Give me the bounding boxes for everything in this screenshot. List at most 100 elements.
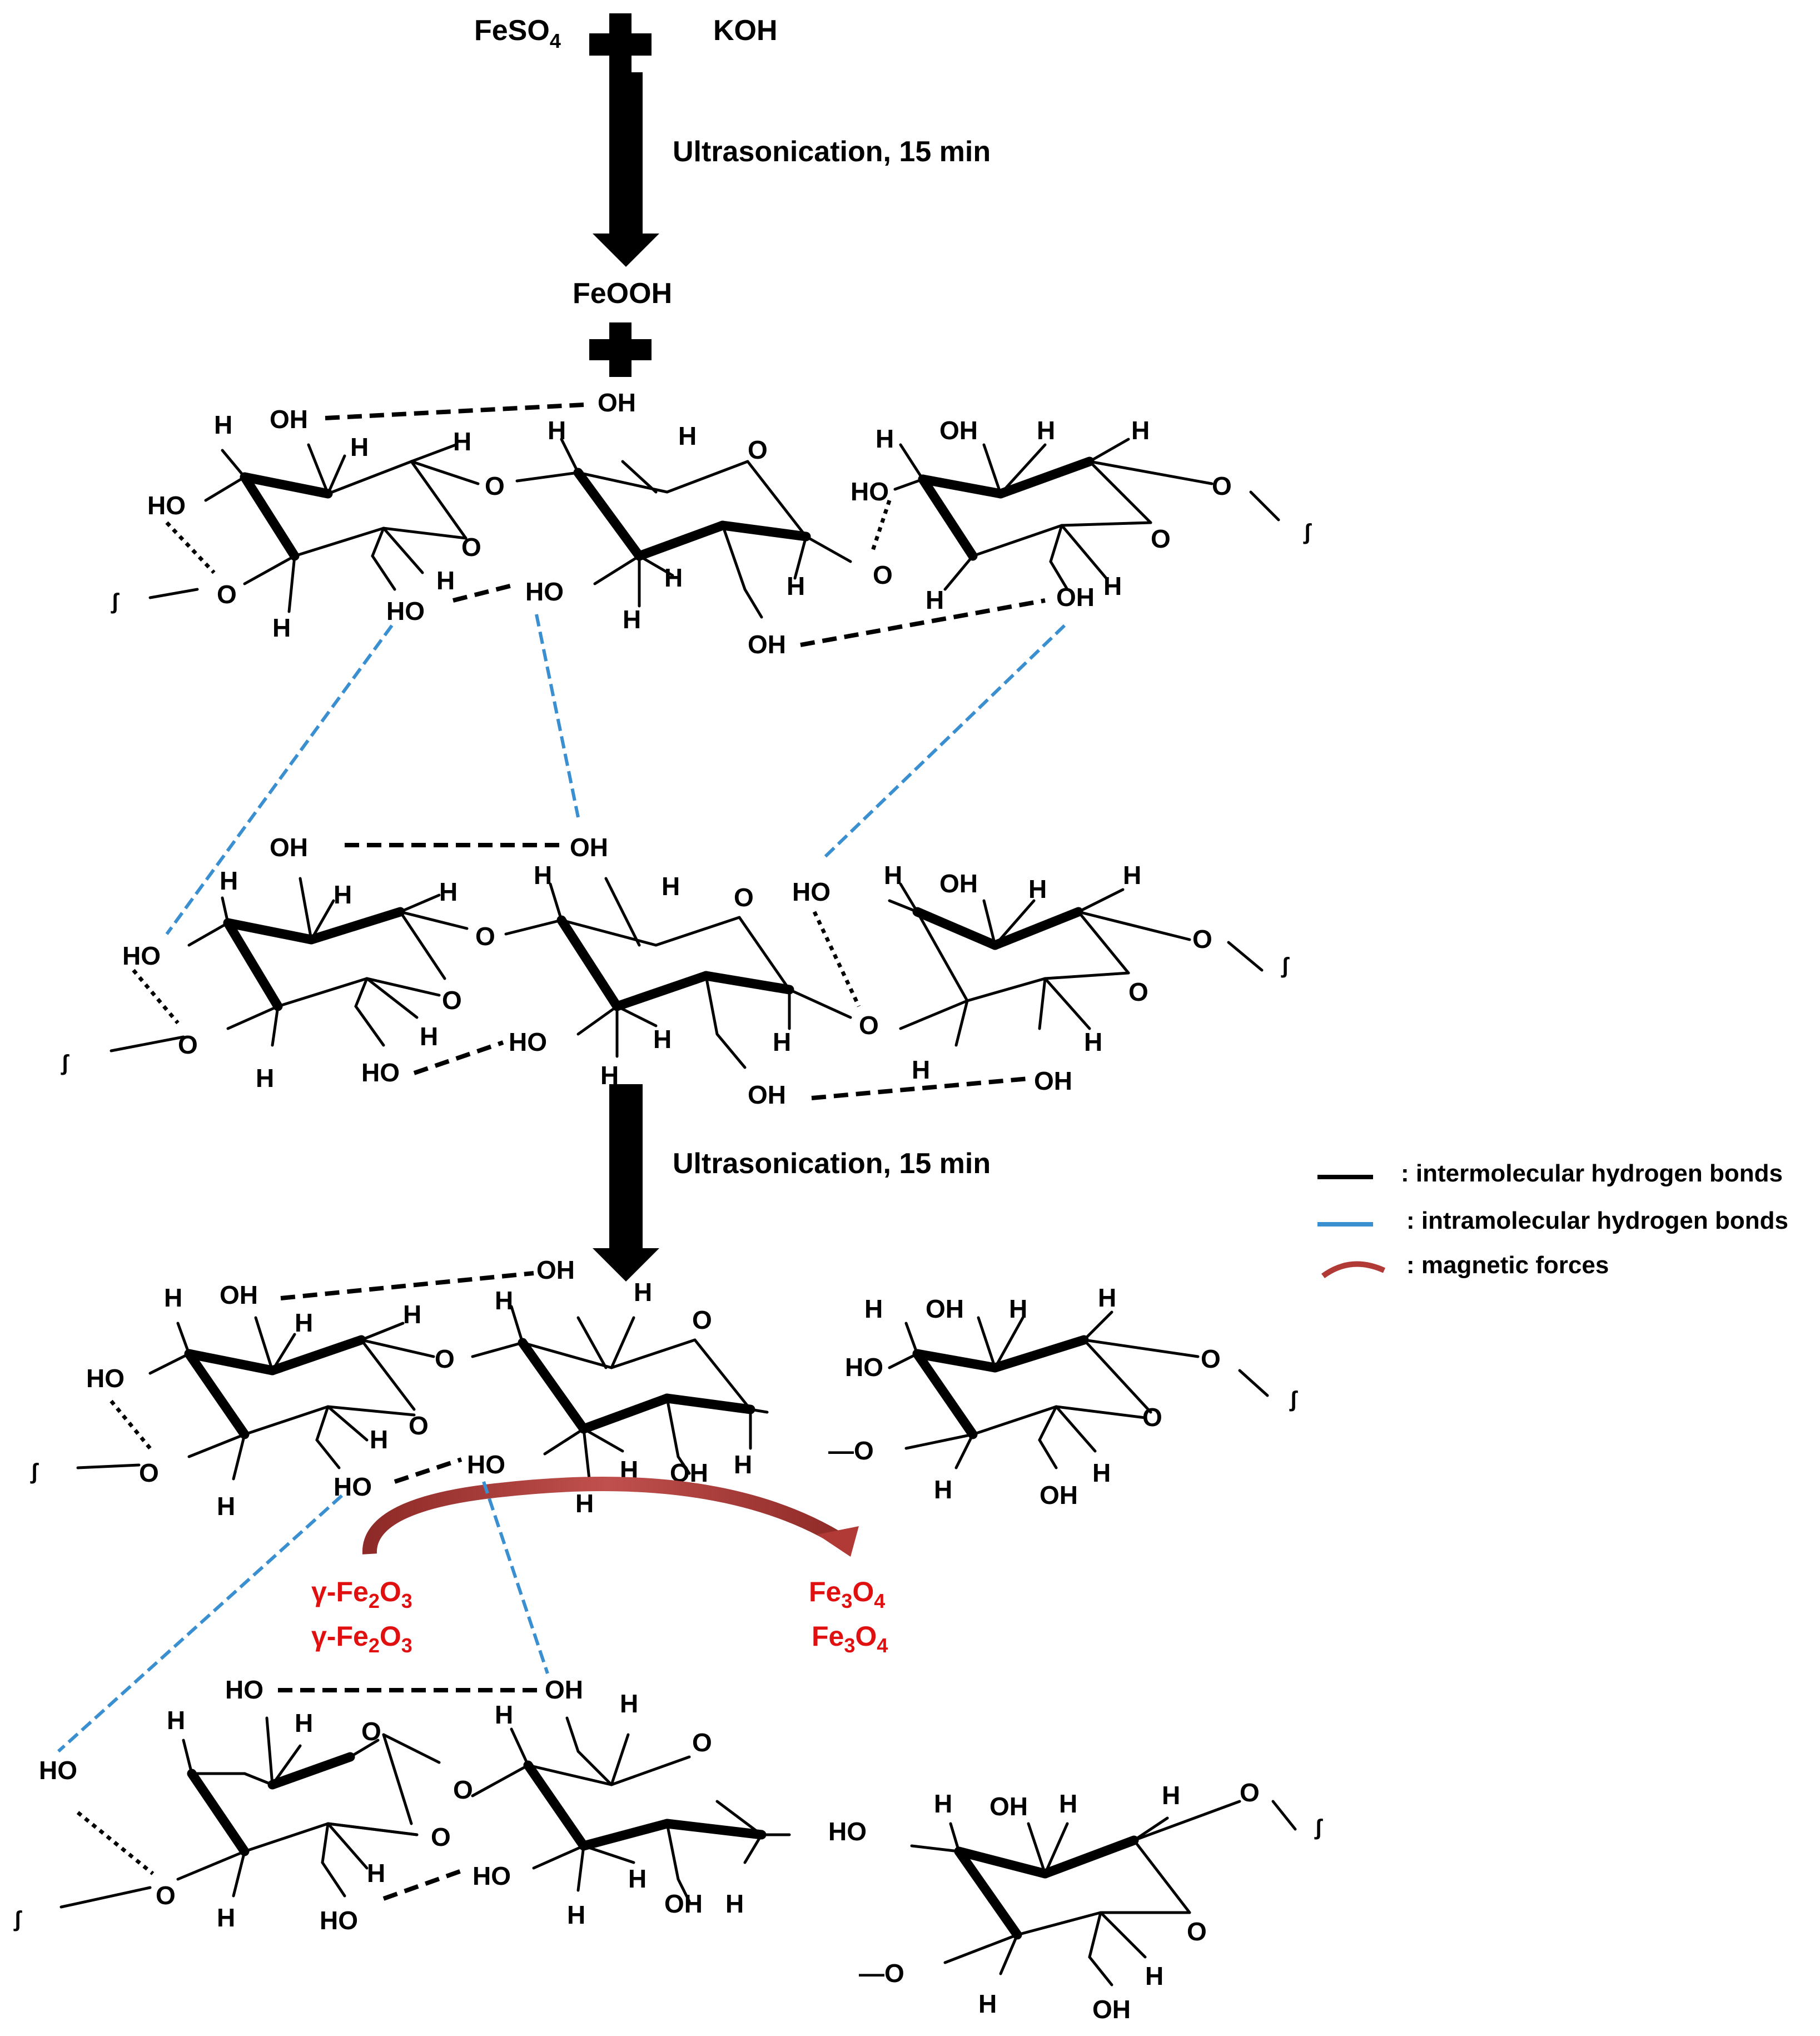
svg-text:OH: OH <box>598 388 636 417</box>
svg-text:HO: HO <box>845 1353 883 1382</box>
svg-text:O: O <box>1192 925 1212 954</box>
svg-text:ʃ: ʃ <box>1289 1387 1298 1412</box>
svg-text:HO: HO <box>828 1817 867 1846</box>
svg-text:ʃ: ʃ <box>1303 520 1312 544</box>
svg-text:H: H <box>926 585 944 614</box>
svg-text:ʃ: ʃ <box>13 1907 22 1931</box>
svg-text:HO: HO <box>225 1675 263 1704</box>
svg-text:OH: OH <box>570 833 608 862</box>
legend: : intermolecular hydrogen bonds : intram… <box>1317 1160 1788 1279</box>
svg-text:O: O <box>409 1411 429 1440</box>
svg-text:H: H <box>350 433 369 461</box>
intermolecular-bond <box>811 1076 1029 1100</box>
intermolecular-bond <box>800 598 1046 647</box>
svg-text:H: H <box>214 410 232 439</box>
svg-text:—O: —O <box>828 1436 874 1465</box>
svg-text:HO: HO <box>851 477 889 506</box>
legend-magnetic-label: : magnetic forces <box>1406 1252 1609 1279</box>
svg-text:H: H <box>734 1450 752 1479</box>
cellulose-strand-3 <box>76 1305 1269 1481</box>
cellulose-strand-2 <box>110 877 1264 1069</box>
feso4-label: FeSO4 <box>474 14 561 52</box>
legend-intra-label: : intramolecular hydrogen bonds <box>1406 1207 1788 1234</box>
svg-text:OH: OH <box>220 1280 258 1309</box>
svg-text:H: H <box>575 1489 594 1518</box>
svg-text:HO: HO <box>792 877 831 906</box>
svg-text:H: H <box>934 1475 952 1504</box>
svg-text:ʃ: ʃ <box>30 1459 39 1484</box>
svg-text:H: H <box>1059 1789 1077 1818</box>
svg-text:H: H <box>436 566 455 595</box>
svg-text:OH: OH <box>270 405 308 434</box>
svg-text:H: H <box>439 877 458 906</box>
svg-text:H: H <box>272 613 291 642</box>
svg-text:OH: OH <box>536 1255 575 1284</box>
svg-text:HO: HO <box>122 941 161 970</box>
svg-text:O: O <box>431 1823 451 1851</box>
svg-text:O: O <box>1142 1403 1162 1432</box>
svg-text:HO: HO <box>320 1906 358 1935</box>
svg-text:H: H <box>620 1689 638 1718</box>
svg-text:H: H <box>220 866 238 895</box>
intramolecular-bond <box>821 624 1066 861</box>
svg-text:HO: HO <box>473 1861 511 1890</box>
svg-text:OH: OH <box>270 833 308 862</box>
intermolecular-bond <box>394 1457 463 1484</box>
svg-text:ʃ: ʃ <box>1314 1815 1323 1840</box>
svg-text:H: H <box>403 1300 421 1329</box>
feooh-label: FeOOH <box>573 277 672 310</box>
intermolecular-bond <box>452 583 515 603</box>
step1-label: Ultrasonication, 15 min <box>673 136 991 168</box>
arrow-shaft-2 <box>609 1084 643 1248</box>
svg-text:H: H <box>217 1903 235 1932</box>
svg-text:H: H <box>787 572 805 600</box>
svg-text:H: H <box>623 605 641 634</box>
svg-text:H: H <box>334 880 352 909</box>
gamma-fe2o3-label: γ-Fe2O3 <box>311 1576 412 1612</box>
svg-text:O: O <box>859 1011 879 1040</box>
svg-text:O: O <box>361 1717 381 1746</box>
svg-text:H: H <box>876 424 894 453</box>
svg-text:O: O <box>435 1344 455 1373</box>
fe3o4-label: Fe3O4 <box>812 1621 888 1657</box>
strand-4-atoms: HO OH H H O HO O O H H HO O ʃ H H O HO H… <box>13 1675 1323 2024</box>
gamma-fe2o3-label: γ-Fe2O3 <box>311 1621 412 1657</box>
svg-text:HO: HO <box>86 1364 125 1393</box>
svg-text:H: H <box>864 1294 883 1323</box>
svg-text:H: H <box>495 1700 513 1729</box>
svg-text:H: H <box>370 1425 388 1454</box>
svg-text:OH: OH <box>939 869 978 898</box>
svg-text:H: H <box>1009 1294 1027 1323</box>
svg-text:H: H <box>628 1864 647 1893</box>
arrow-head-icon <box>817 1526 859 1557</box>
arrow-down-icon <box>593 234 659 267</box>
svg-text:H: H <box>1028 875 1047 903</box>
svg-text:O: O <box>692 1305 712 1334</box>
svg-text:H: H <box>678 421 697 450</box>
intermolecular-bond <box>413 1040 504 1075</box>
plus-icon <box>589 322 652 377</box>
svg-text:H: H <box>1162 1781 1180 1810</box>
svg-text:HO: HO <box>39 1756 77 1785</box>
intermolecular-bond <box>382 1869 463 1901</box>
svg-text:ʃ: ʃ <box>1281 954 1290 978</box>
svg-text:OH: OH <box>989 1792 1028 1821</box>
svg-text:O: O <box>1201 1344 1221 1373</box>
intramolecular-bond <box>165 624 394 935</box>
arrow-shaft-1 <box>609 72 643 234</box>
svg-text:O: O <box>156 1881 176 1910</box>
svg-text:O: O <box>461 533 481 562</box>
svg-text:H: H <box>664 563 683 592</box>
svg-text:HO: HO <box>147 491 186 520</box>
svg-text:HO: HO <box>509 1027 547 1056</box>
svg-text:OH: OH <box>1040 1481 1078 1509</box>
koh-label: KOH <box>713 14 778 47</box>
svg-text:H: H <box>495 1286 513 1315</box>
svg-text:O: O <box>217 580 237 609</box>
svg-text:H: H <box>1123 861 1141 890</box>
svg-text:OH: OH <box>545 1675 583 1704</box>
svg-text:H: H <box>217 1492 235 1521</box>
arrow-down-icon <box>593 1248 659 1282</box>
svg-text:OH: OH <box>748 1080 786 1109</box>
